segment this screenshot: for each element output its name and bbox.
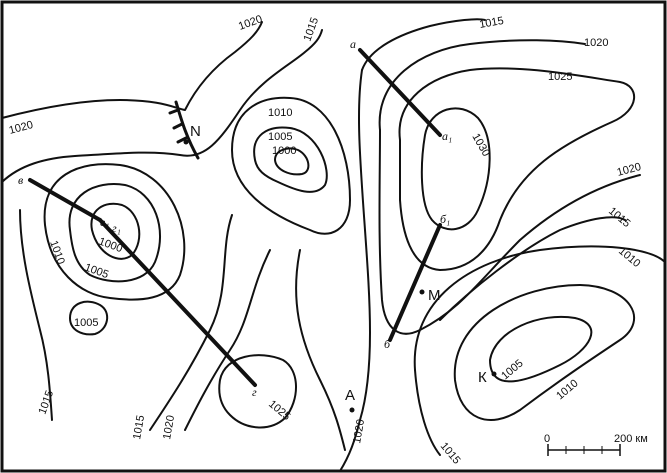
point-marker-a	[349, 407, 355, 413]
isobar-1005-small	[69, 300, 109, 336]
scale-max: 200 км	[614, 433, 648, 445]
section-v-line	[28, 178, 102, 222]
label-1010-mid: 1010	[268, 107, 292, 119]
isobar-1020-bottom	[184, 249, 271, 431]
front-tick-2	[172, 122, 184, 130]
label-1010-left: 1010	[47, 239, 67, 266]
isobar-1015-right	[439, 216, 626, 321]
isobar-1000-left	[90, 202, 141, 260]
section-label-v: в	[18, 173, 23, 187]
section-a-line	[358, 48, 442, 137]
label-1015-bottom-left: 1015	[37, 389, 57, 416]
label-1030: 1030	[469, 132, 492, 159]
isobar-1020-right-b	[378, 129, 641, 335]
front-tick-3	[176, 136, 188, 144]
isobar-1020-top	[1, 21, 263, 119]
point-marker-k	[491, 371, 497, 377]
section-label-a: а	[350, 37, 356, 51]
label-1015-bottom: 1015	[131, 414, 147, 440]
section-b-line	[388, 223, 442, 342]
label-1015-bottom-right: 1015	[438, 440, 463, 466]
isobar-1015-bottom-left	[19, 209, 53, 421]
scale-zero: 0	[544, 433, 550, 445]
isobar-1020-right	[378, 39, 586, 131]
isobar-1005-left	[68, 183, 162, 283]
section-label-b: б	[384, 337, 391, 351]
section-label-b1: б₁	[440, 212, 450, 226]
label-1010-right: 1010	[616, 245, 642, 270]
point-marker-m	[419, 289, 425, 295]
label-1025-right: 1025	[548, 71, 572, 83]
label-1020-right-top: 1020	[584, 37, 608, 49]
isobar-1020-bottom-center	[295, 249, 346, 451]
isobar-1030	[420, 107, 491, 231]
section-label-a1: а₁	[442, 129, 452, 143]
isobar-1010-low	[453, 284, 636, 421]
isobar-1010-left	[43, 163, 186, 301]
label-1020-top: 1020	[237, 13, 264, 33]
label-1025-bottom: 1025	[266, 398, 292, 423]
front-tick-1	[168, 108, 180, 115]
label-1005-mid: 1005	[268, 131, 292, 143]
point-label-m: М	[428, 287, 441, 304]
label-1005-low: 1005	[499, 357, 525, 382]
point-label-a: А	[345, 387, 355, 404]
label-1020-bottom: 1020	[161, 414, 177, 440]
isobar-1010-mid	[231, 96, 351, 235]
isobar-1005-low	[489, 315, 593, 383]
isobar-1015-bottom-right-b	[414, 369, 441, 456]
label-1000-mid: 1000	[272, 145, 296, 157]
label-1015-right: 1015	[606, 205, 632, 230]
point-marker-n	[183, 139, 189, 145]
section-label-v1: в₁	[100, 215, 109, 229]
isobar-1015-bottom	[149, 214, 233, 431]
front-line	[174, 100, 200, 160]
isobar-1015-top	[1, 29, 323, 183]
section-label-g1: г₁	[112, 221, 121, 235]
isobar-1015-bottom-right	[413, 245, 666, 371]
label-1020-bottom-center: 1020	[351, 418, 367, 444]
isobar-1025-bottom	[218, 354, 297, 429]
scale-bar: 0 200 км	[544, 433, 648, 456]
section-g-line	[98, 218, 257, 387]
point-label-n: N	[190, 123, 201, 140]
label-1015-right-top: 1015	[478, 15, 504, 31]
isobar-1000-mid	[274, 147, 310, 176]
isobar-1025-right	[398, 67, 636, 271]
section-label-g: г	[252, 385, 257, 399]
label-1020-left: 1020	[8, 119, 35, 137]
isobar-1005-mid	[253, 126, 328, 193]
point-label-k: К	[478, 369, 487, 386]
isobar-1015-right-top	[361, 18, 486, 71]
isobar-1015-right-top-b	[339, 69, 371, 472]
label-1005-small: 1005	[74, 317, 98, 329]
